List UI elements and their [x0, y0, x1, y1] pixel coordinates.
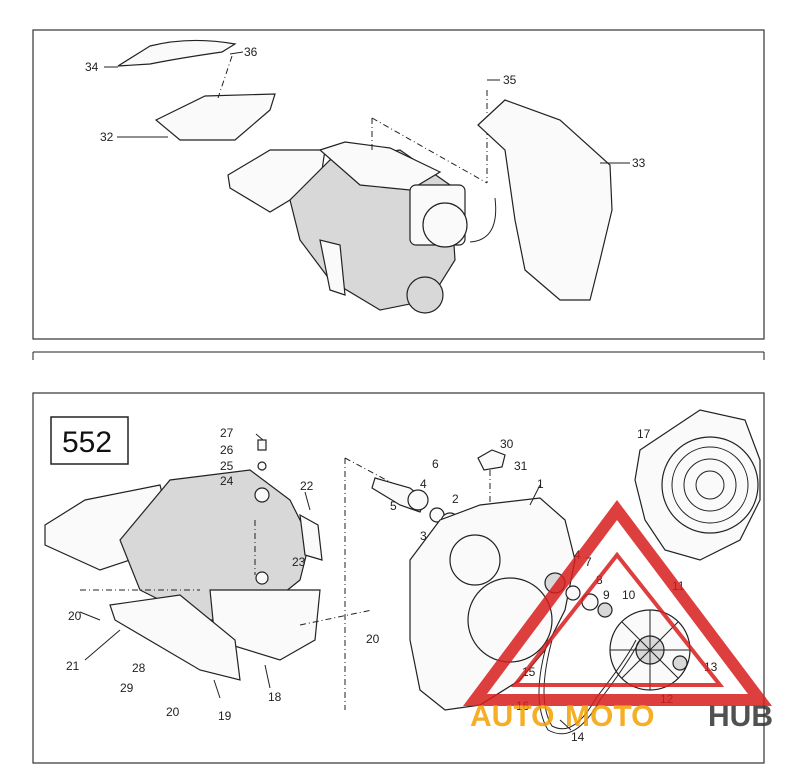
callout-27: 27: [220, 426, 234, 440]
callout-18: 18: [268, 690, 282, 704]
callout-14: 14: [571, 730, 585, 744]
watermark-triangle: [463, 499, 773, 706]
part-11-fan: [609, 609, 691, 691]
part-32-cover: [154, 93, 276, 141]
part-9-bearing: [597, 602, 613, 618]
watermark-brand-auto: AUTO: [470, 700, 554, 733]
page-number-box: [50, 416, 129, 465]
watermark-brand-hub: HUB: [708, 700, 773, 733]
callout-24: 24: [220, 474, 234, 488]
guide-arrow: [469, 197, 497, 243]
watermark-triangle-inner: [510, 551, 725, 687]
air-intake-assembly: [44, 469, 323, 681]
callout-6: 6: [432, 457, 439, 471]
part-23-grommet: [255, 571, 269, 585]
callout-2: 2: [452, 492, 459, 506]
part-33-shroud: [477, 99, 613, 301]
callout-19: 19: [218, 709, 232, 723]
callout-33: 33: [632, 156, 646, 170]
part-17-fan-cover: [634, 409, 761, 561]
callout-28: 28: [132, 661, 146, 675]
callout-3: 3: [420, 529, 427, 543]
part-13-nut: [672, 655, 688, 671]
callout-20-left: 20: [68, 609, 82, 623]
part-27-bolt: [257, 439, 267, 451]
dash-line: [371, 117, 488, 184]
part-30-bracket: [477, 449, 506, 471]
callout-29: 29: [120, 681, 134, 695]
callout-32: 32: [100, 130, 114, 144]
callout-21: 21: [66, 659, 80, 673]
page-number: 552: [62, 426, 112, 459]
callout-20-right: 20: [366, 632, 380, 646]
callout-1: 1: [537, 477, 544, 491]
bottom-panel-frame: [32, 392, 765, 764]
part-24-grommet: [254, 487, 270, 503]
callout-35: 35: [503, 73, 517, 87]
automotohub-watermark: AUTO MOTO HUB: [463, 499, 773, 733]
leader: [229, 51, 244, 55]
callout-36: 36: [244, 45, 258, 59]
callout-10: 10: [622, 588, 636, 602]
callout-7: 7: [585, 555, 592, 569]
callout-31: 31: [514, 459, 528, 473]
part-7-spacer: [565, 585, 581, 601]
watermark-brand-moto: MOTO: [565, 700, 654, 733]
part-4-bearing: [407, 489, 429, 511]
engine-assembly-top: [227, 141, 468, 314]
callout-4: 4: [420, 477, 427, 491]
callout-23: 23: [292, 555, 306, 569]
callout-17: 17: [637, 427, 651, 441]
callout-34: 34: [85, 60, 99, 74]
part-25-washer: [257, 461, 267, 471]
dash-line: [217, 55, 233, 99]
housing-opening-upper: [449, 534, 501, 586]
part-34-cover: [117, 39, 237, 67]
callout-25: 25: [220, 459, 234, 473]
part-14-belt: [538, 639, 641, 735]
callout-5: 5: [390, 499, 397, 513]
top-panel-frame: [32, 29, 765, 340]
leaders-bottom: [79, 433, 572, 731]
callout-20-bottom: 20: [166, 705, 180, 719]
callout-9: 9: [603, 588, 610, 602]
callout-22: 22: [300, 479, 314, 493]
callout-26: 26: [220, 443, 234, 457]
dash-line: [299, 609, 373, 626]
part-14-belt-inner: [543, 639, 637, 730]
callout-30: 30: [500, 437, 514, 451]
